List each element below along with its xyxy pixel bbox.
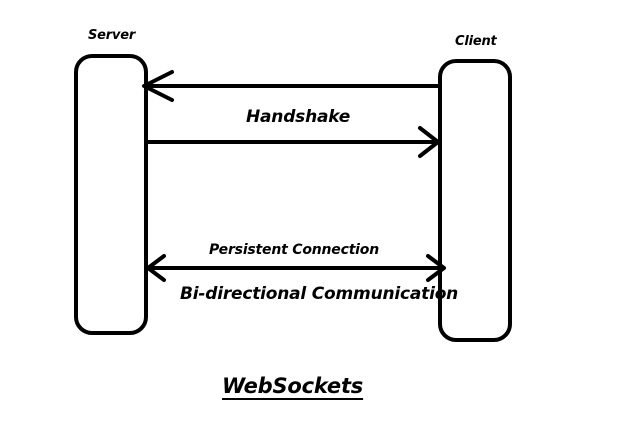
- handshake-label: Handshake: [246, 107, 351, 127]
- arrow-bidirectional: [146, 254, 446, 282]
- client-box: [438, 59, 512, 342]
- arrow-server-to-client: [146, 126, 440, 158]
- bidirectional-communication-label: Bi-directional Communication: [180, 284, 459, 304]
- persistent-connection-label: Persistent Connection: [209, 242, 379, 258]
- server-label: Server: [88, 28, 136, 43]
- diagram-title: WebSockets: [222, 374, 364, 398]
- arrow-client-to-server: [142, 70, 440, 102]
- client-label: Client: [455, 34, 497, 49]
- server-box: [74, 54, 148, 335]
